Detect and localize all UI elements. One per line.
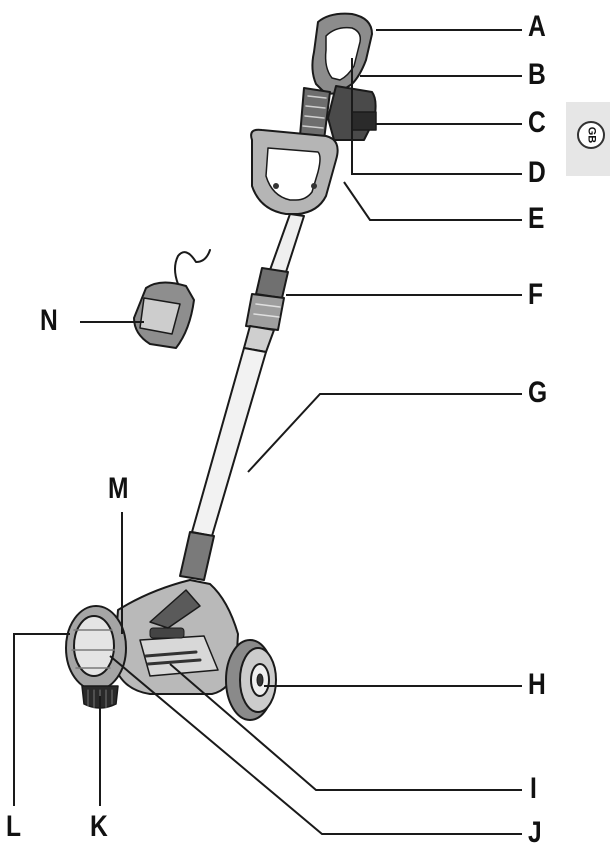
callout-D: D xyxy=(528,156,546,189)
wheel xyxy=(225,639,277,721)
callout-B: B xyxy=(528,58,546,91)
leader-line-L xyxy=(13,633,70,806)
callout-J: J xyxy=(528,816,542,849)
telescopic-shaft xyxy=(191,347,267,537)
callout-C: C xyxy=(528,106,546,139)
callout-K: K xyxy=(90,810,108,843)
language-code: GB xyxy=(585,126,597,144)
battery-charger xyxy=(133,249,211,349)
language-badge: GB xyxy=(577,121,605,149)
callout-G: G xyxy=(528,376,548,409)
brush-guard xyxy=(65,605,127,691)
leader-line-I xyxy=(169,663,522,791)
callout-E: E xyxy=(528,202,545,235)
callout-I: I xyxy=(530,772,537,805)
callout-M: M xyxy=(108,472,129,505)
callout-F: F xyxy=(528,278,544,311)
leader-line-D xyxy=(351,58,522,175)
leader-line-G xyxy=(247,393,522,473)
callout-N: N xyxy=(40,304,58,337)
leader-line-E xyxy=(343,181,522,221)
weed-brush-illustration xyxy=(65,12,377,721)
callout-H: H xyxy=(528,668,546,701)
leader-line-J xyxy=(109,655,522,835)
upper-grip xyxy=(299,87,331,141)
telescopic-collar xyxy=(255,267,289,299)
leader-lines xyxy=(13,29,522,835)
callout-A: A xyxy=(528,10,546,43)
callout-L: L xyxy=(6,810,22,843)
